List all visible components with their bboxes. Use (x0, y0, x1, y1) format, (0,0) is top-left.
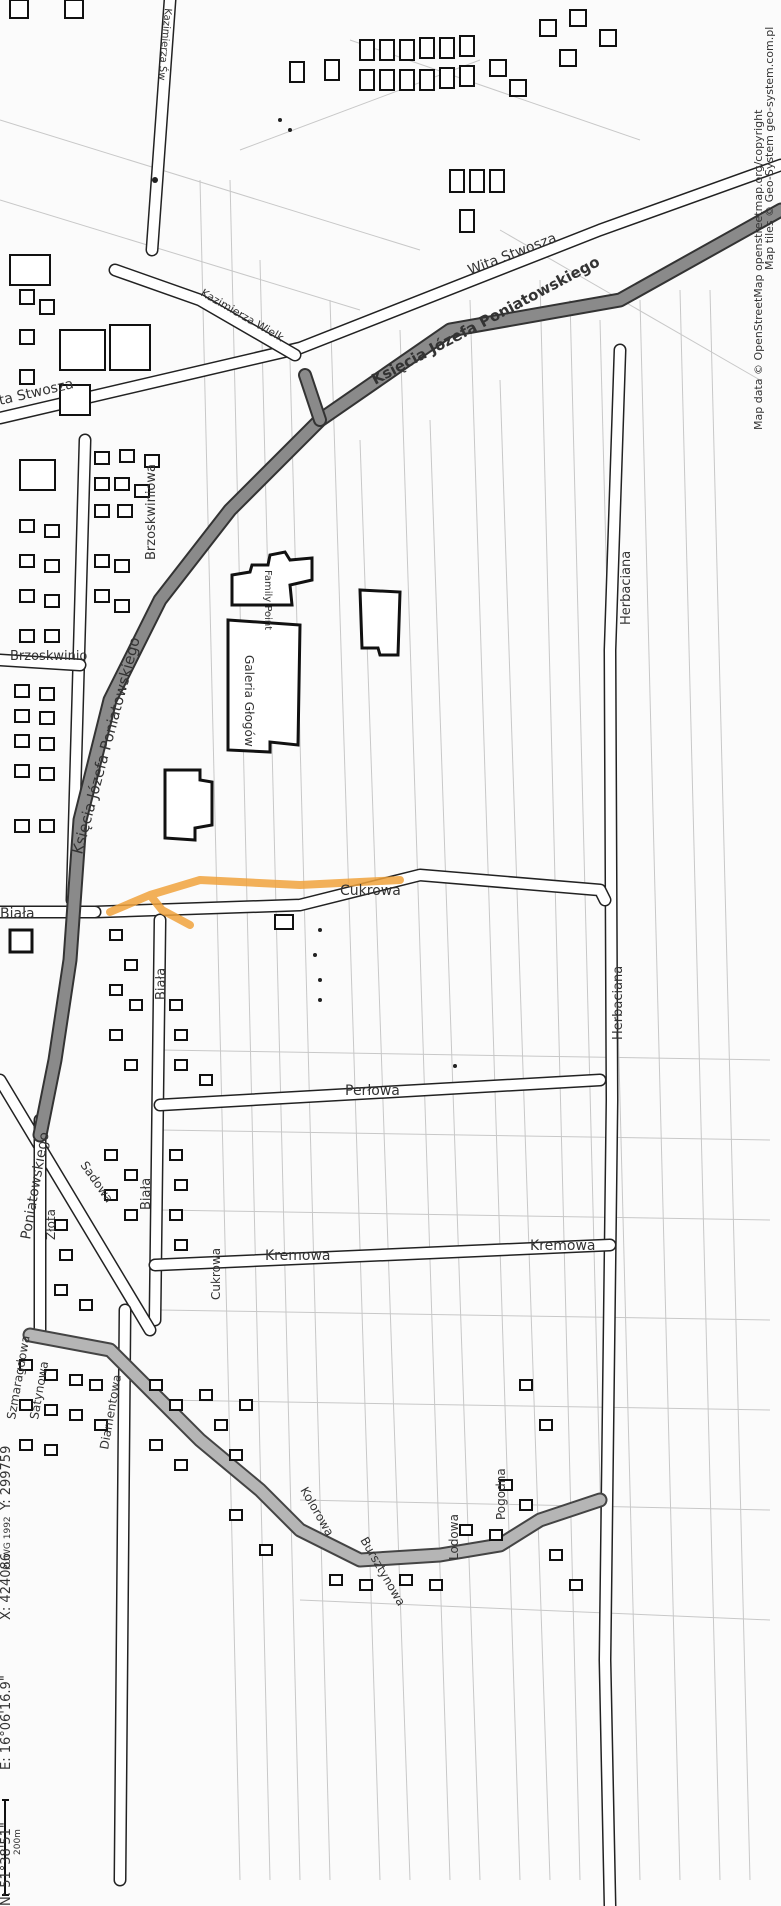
road-secondary (22, 1327, 608, 1568)
building-large-2[interactable] (358, 588, 402, 657)
footer-x: X: 424086 (0, 1553, 14, 1620)
footer-latitude: N: 51°38'51" (0, 1822, 14, 1906)
building-galeria[interactable] (226, 618, 302, 754)
road-poniatowskiego (32, 202, 781, 1143)
road-cukrowa (88, 868, 612, 919)
credit-tiles: Map tiles © Geo-System geo-system.com.pl (763, 27, 776, 270)
road-sadowa (0, 1073, 157, 1887)
footer-crs: PUWG 1992 (3, 1516, 13, 1570)
label-herbaciana: Herbaciana (619, 551, 634, 625)
label-brzoskwiniowa-2: Brzoskwinio (10, 649, 87, 664)
coordinate-footer: 200m N: 51°38'51" E: 16°06'16.9" X: 4240… (0, 1446, 23, 1906)
label-family-point: Family Point (262, 570, 273, 630)
scale-bar-label: 200m (13, 1829, 23, 1855)
label-brzoskwiniowa-1: Brzoskwiniowa (144, 464, 159, 560)
label-cukrowa: Cukrowa (340, 883, 401, 899)
top-buildings (9, 0, 617, 416)
footer-y: Y: 299759 (0, 1446, 14, 1511)
road-wita-stwosza (0, 158, 781, 425)
building-biala[interactable] (8, 928, 34, 954)
road-perlowa (153, 1073, 607, 1112)
road-kazimierza (108, 0, 302, 362)
footer-longitude: E: 16°06'16.9" (0, 1675, 14, 1770)
road-herbaciana (598, 343, 627, 1906)
road-kremowa (148, 1238, 617, 1272)
label-kremowa-2: Kremowa (530, 1238, 595, 1254)
label-biala-1: Biała (0, 906, 35, 922)
highlighted-route[interactable] (106, 876, 404, 929)
building-family-point[interactable] (230, 550, 314, 607)
label-galeria: Galeria Głogów (242, 655, 256, 747)
label-perlowa: Perłowa (345, 1083, 400, 1099)
label-herbaciana-lower: Herbaciana (611, 966, 626, 1040)
map-dots (152, 118, 457, 1068)
building-cukrowa[interactable] (274, 914, 294, 930)
label-zlota: Złota (44, 1209, 58, 1240)
label-biala-3: Biała (139, 1178, 154, 1210)
label-kremowa-1: Kremowa (265, 1248, 330, 1264)
building-large-1[interactable] (163, 768, 214, 842)
credit-data: Map data © OpenStreetMap openstreetmap.o… (752, 109, 765, 430)
label-cukr-lower: Cukrowa (209, 1248, 223, 1300)
residential-buildings (14, 449, 583, 1591)
label-ponurowa: Pogodna (494, 1468, 508, 1520)
label-lodowa: Lodowa (447, 1514, 461, 1560)
label-biala-2: Biała (154, 968, 169, 1000)
